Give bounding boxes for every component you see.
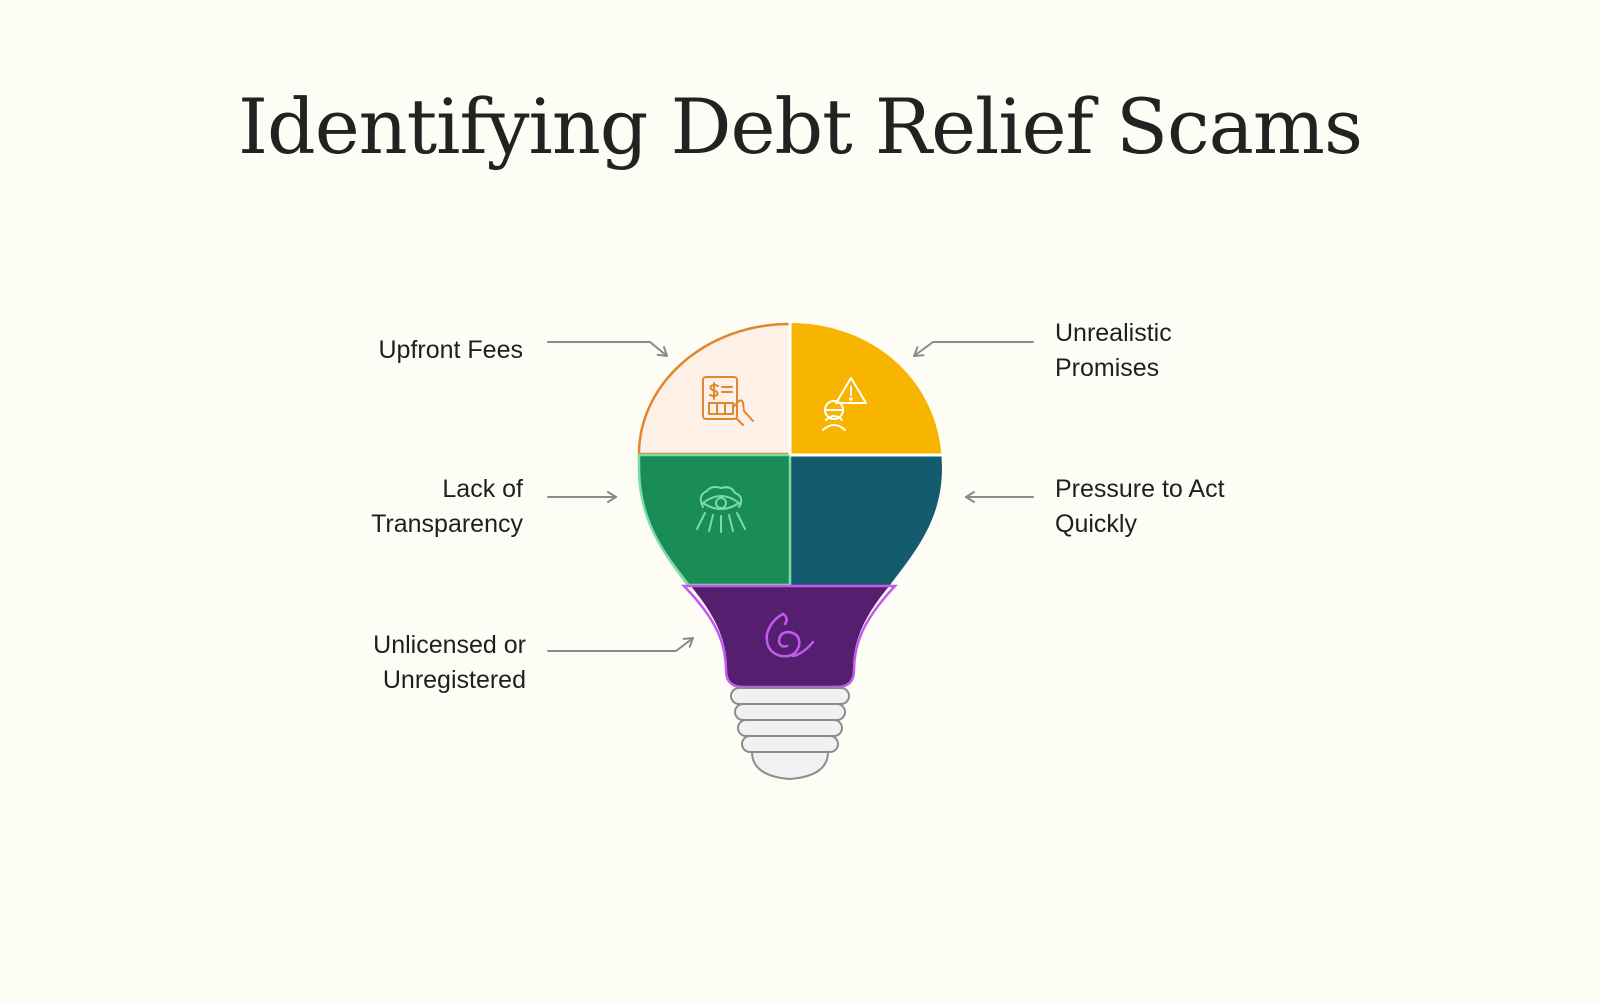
label-lack-of-transparency: Lack of Transparency bbox=[371, 472, 523, 542]
eye-icon bbox=[696, 486, 746, 533]
arrow-unlicensed bbox=[547, 637, 694, 652]
label-line: Quickly bbox=[1055, 510, 1137, 538]
connector-arrows bbox=[547, 341, 1034, 652]
spiral-hand-icon bbox=[765, 612, 815, 658]
arrow-upfront-fees bbox=[547, 341, 668, 357]
person-warning-icon bbox=[822, 377, 867, 431]
label-line: Upfront Fees bbox=[378, 336, 523, 364]
outline-upfront-fees bbox=[637, 322, 792, 456]
label-line: Unlicensed or bbox=[373, 631, 526, 659]
label-unlicensed-or-unregistered: Unlicensed or Unregistered bbox=[373, 628, 526, 698]
bulb-base bbox=[730, 687, 850, 781]
label-line: Unregistered bbox=[382, 666, 526, 694]
segment-pressure-to-act-quickly bbox=[790, 455, 942, 585]
label-line: Lack of bbox=[442, 475, 523, 503]
label-line: Transparency bbox=[371, 510, 523, 538]
label-line: Promises bbox=[1055, 354, 1160, 382]
arrow-unrealistic-promises bbox=[913, 341, 1034, 357]
bulb-segments bbox=[638, 323, 942, 686]
label-unrealistic-promises: Unrealistic Promises bbox=[1055, 316, 1172, 386]
label-line: Unrealistic bbox=[1055, 319, 1172, 347]
page-title: Identifying Debt Relief Scams bbox=[238, 82, 1363, 171]
label-upfront-fees: Upfront Fees bbox=[378, 333, 523, 368]
label-line: Pressure to Act bbox=[1055, 475, 1225, 503]
segment-unrealistic-promises bbox=[790, 323, 942, 455]
segment-lack-of-transparency bbox=[638, 455, 790, 585]
invoice-hand-icon bbox=[702, 376, 754, 426]
label-pressure-to-act-quickly: Pressure to Act Quickly bbox=[1055, 472, 1225, 542]
segment-upfront-fees bbox=[638, 323, 790, 455]
